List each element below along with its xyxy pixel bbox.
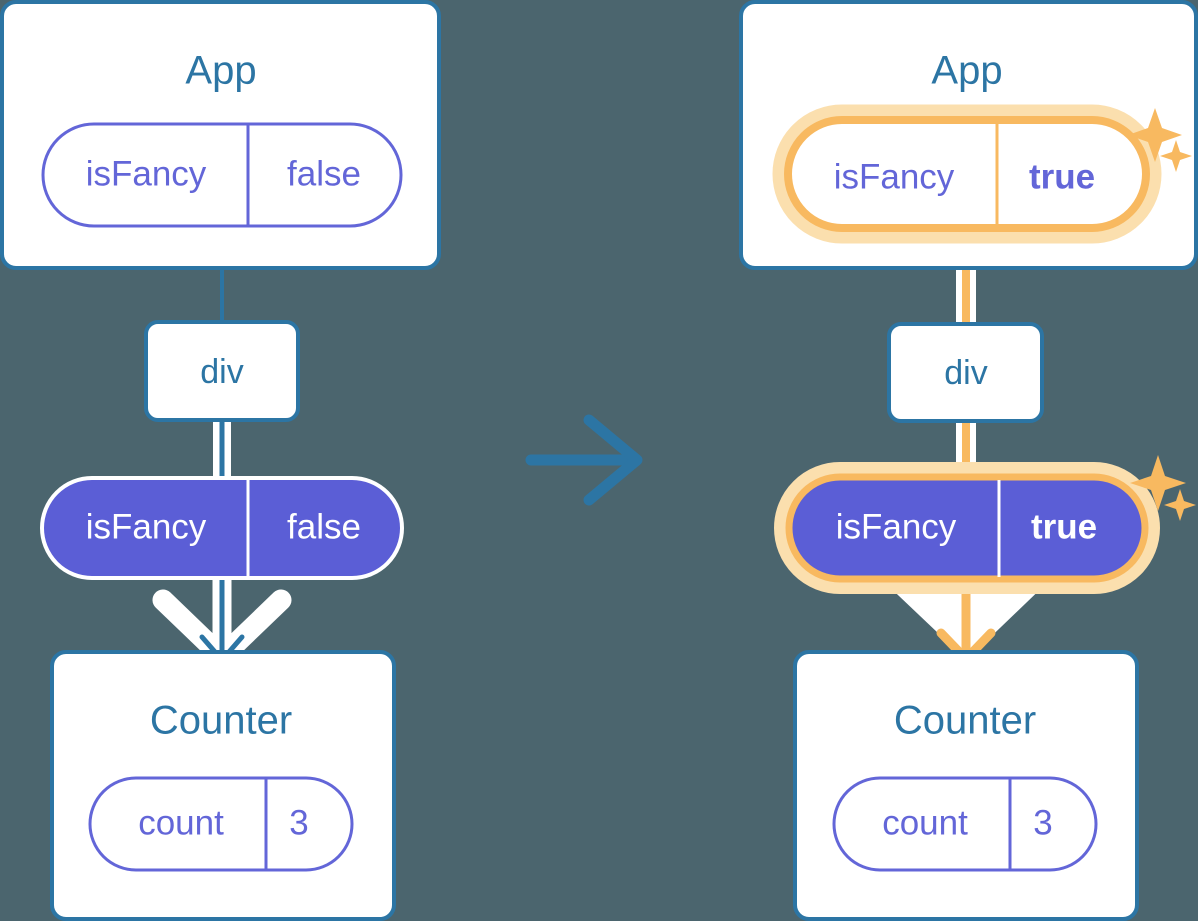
left-app-pill-name: isFancy: [86, 154, 207, 193]
left-prop-pill-value: false: [287, 507, 361, 546]
sparkle-icon-app: [1128, 108, 1192, 172]
left-div-box[interactable]: div: [144, 320, 300, 422]
right-app-state-pill[interactable]: isFancy true: [772, 104, 1162, 244]
right-app-pill-value: true: [1029, 157, 1095, 196]
left-prop-pill[interactable]: isFancy false: [40, 476, 404, 580]
right-app-pill-ring: [784, 116, 1150, 232]
left-prop-pill-name: isFancy: [86, 507, 207, 546]
right-div-box[interactable]: div: [887, 322, 1044, 423]
left-app-pill-value: false: [287, 154, 361, 193]
right-prop-pill-value: true: [1031, 507, 1097, 546]
left-app-title: App: [185, 49, 256, 93]
left-counter-pill-value: 3: [289, 803, 308, 842]
right-div-title: div: [944, 354, 987, 392]
right-counter-pill-value: 3: [1033, 803, 1052, 842]
right-prop-pill-name: isFancy: [836, 507, 957, 546]
right-prop-pill-ring: [785, 473, 1149, 583]
left-counter-title: Counter: [150, 699, 292, 743]
right-app-pill-glow-ring: [772, 104, 1162, 244]
right-prop-pill[interactable]: isFancy true: [774, 462, 1160, 594]
right-prop-pill-glow-ring: [774, 462, 1160, 594]
left-counter-state-pill[interactable]: count 3: [88, 776, 354, 872]
sparkle-icon-prop: [1130, 455, 1196, 521]
arrow-right-icon: [525, 414, 643, 506]
left-div-title: div: [200, 353, 243, 391]
right-app-title: App: [931, 49, 1002, 93]
left-app-state-pill[interactable]: isFancy false: [41, 122, 403, 228]
right-counter-title: Counter: [894, 699, 1036, 743]
right-app-pill-name: isFancy: [834, 157, 955, 196]
right-counter-pill-name: count: [882, 803, 968, 842]
right-counter-state-pill[interactable]: count 3: [832, 776, 1098, 872]
left-counter-pill-name: count: [138, 803, 224, 842]
